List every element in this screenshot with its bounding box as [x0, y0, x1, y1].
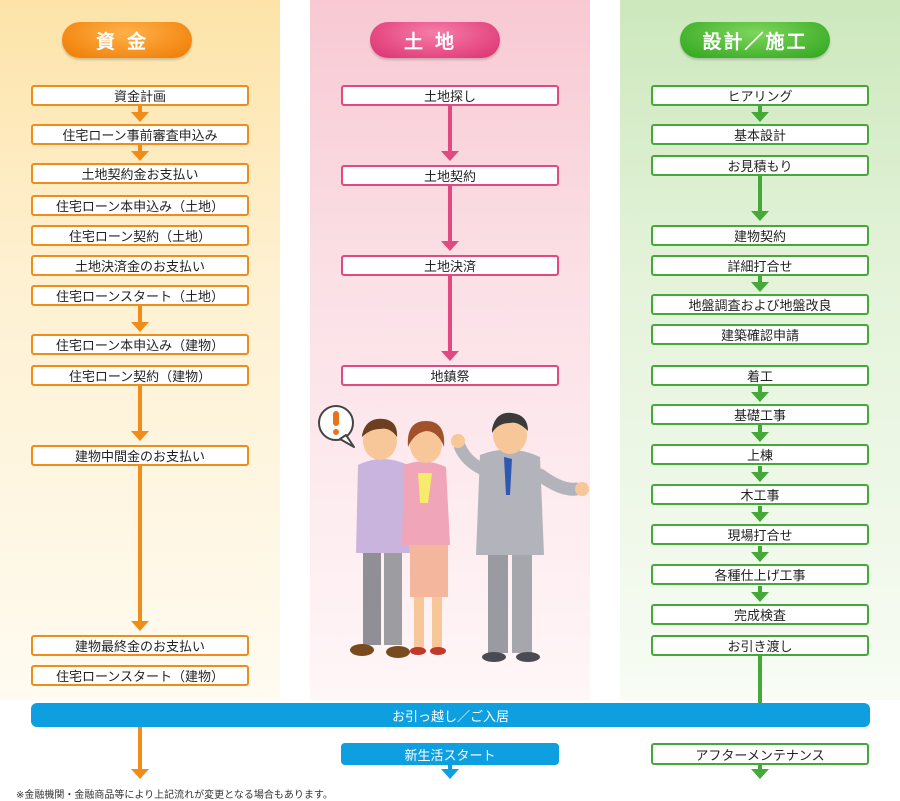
build-step-permit-application: 建築確認申請: [651, 324, 869, 345]
salesman-figure: [451, 412, 589, 662]
build-arrow: [751, 211, 769, 221]
fund-arrow: [131, 431, 149, 441]
build-final-arrow: [751, 769, 769, 779]
build-arrow: [751, 432, 769, 442]
build-step-building-contract: 建物契約: [651, 225, 869, 246]
build-header: 設計／施工: [680, 22, 830, 58]
build-connector: [758, 425, 762, 434]
build-connector: [758, 586, 762, 594]
build-connector: [758, 656, 762, 703]
build-arrow: [751, 552, 769, 562]
build-step-ground-survey: 地盤調査および地盤改良: [651, 294, 869, 315]
moving-in-bar: お引っ越し／ご入居: [31, 703, 870, 727]
build-step-construction-start: 着工: [651, 365, 869, 386]
build-arrow: [751, 112, 769, 122]
fund-connector: [138, 727, 142, 771]
fund-connector: [138, 145, 142, 152]
build-arrow: [751, 392, 769, 402]
fund-arrow: [131, 151, 149, 161]
build-connector: [758, 106, 762, 114]
build-step-basic-design: 基本設計: [651, 124, 869, 145]
build-step-finishing: 各種仕上げ工事: [651, 564, 869, 585]
build-step-woodwork: 木工事: [651, 484, 869, 505]
build-step-inspection: 完成検査: [651, 604, 869, 625]
fund-step-loan-prescreen: 住宅ローン事前審査申込み: [31, 124, 249, 145]
build-connector: [758, 546, 762, 554]
fund-step-loan-start-land: 住宅ローンスタート（土地）: [31, 285, 249, 306]
fund-step-loan-contract-building: 住宅ローン契約（建物）: [31, 365, 249, 386]
land-arrow: [441, 351, 459, 361]
exclamation-bubble-icon: [318, 405, 355, 448]
footnote: ※金融機関・金融商品等により上記流れが変更となる場合もあります。: [16, 790, 333, 801]
build-step-framing: 上棟: [651, 444, 869, 465]
fund-step-land-contract-payment: 土地契約金お支払い: [31, 163, 249, 184]
woman-figure: [402, 421, 450, 655]
fund-arrow: [131, 322, 149, 332]
build-connector: [758, 765, 762, 771]
land-header: 土地: [370, 22, 500, 58]
land-connector: [448, 106, 452, 153]
fund-step-loan-contract-land: 住宅ローン契約（土地）: [31, 225, 249, 246]
fund-step-loan-application-land: 住宅ローン本申込み（土地）: [31, 195, 249, 216]
man-thinking-figure: [350, 418, 410, 658]
build-step-estimate: お見積もり: [651, 155, 869, 176]
land-step-search: 土地探し: [341, 85, 559, 106]
build-step-foundation: 基礎工事: [651, 404, 869, 425]
build-connector: [758, 276, 762, 284]
build-arrow: [751, 512, 769, 522]
fund-arrow: [131, 112, 149, 122]
new-life-start-box: 新生活スタート: [341, 743, 559, 765]
build-step-detailed-meeting: 詳細打合せ: [651, 255, 869, 276]
fund-step-land-settlement-payment: 土地決済金のお支払い: [31, 255, 249, 276]
build-step-hearing: ヒアリング: [651, 85, 869, 106]
fund-connector: [138, 306, 142, 324]
fund-header: 資金: [62, 22, 192, 58]
fund-step-loan-application-building: 住宅ローン本申込み（建物）: [31, 334, 249, 355]
build-arrow: [751, 592, 769, 602]
land-step-settlement: 土地決済: [341, 255, 559, 276]
build-connector: [758, 466, 762, 474]
fund-arrow: [131, 621, 149, 631]
newlife-arrow: [441, 769, 459, 779]
fund-step-interim-payment: 建物中間金のお支払い: [31, 445, 249, 466]
newlife-connector: [448, 765, 452, 771]
fund-connector: [138, 106, 142, 114]
fund-step-loan-start-building: 住宅ローンスタート（建物）: [31, 665, 249, 686]
fund-final-arrow: [131, 769, 149, 779]
land-connector: [448, 186, 452, 243]
build-connector: [758, 506, 762, 514]
fund-connector: [138, 466, 142, 623]
build-arrow: [751, 472, 769, 482]
fund-step-final-payment: 建物最終金のお支払い: [31, 635, 249, 656]
after-maintenance-box: アフターメンテナンス: [651, 743, 869, 765]
consultation-people-illustration: [318, 405, 589, 662]
build-step-site-meeting: 現場打合せ: [651, 524, 869, 545]
build-connector: [758, 386, 762, 394]
fund-step-funding-plan: 資金計画: [31, 85, 249, 106]
build-arrow: [751, 282, 769, 292]
build-step-handover: お引き渡し: [651, 635, 869, 656]
land-connector: [448, 276, 452, 353]
land-arrow: [441, 151, 459, 161]
build-connector: [758, 176, 762, 213]
land-step-contract: 土地契約: [341, 165, 559, 186]
land-arrow: [441, 241, 459, 251]
land-step-groundbreaking: 地鎮祭: [341, 365, 559, 386]
fund-connector: [138, 386, 142, 433]
